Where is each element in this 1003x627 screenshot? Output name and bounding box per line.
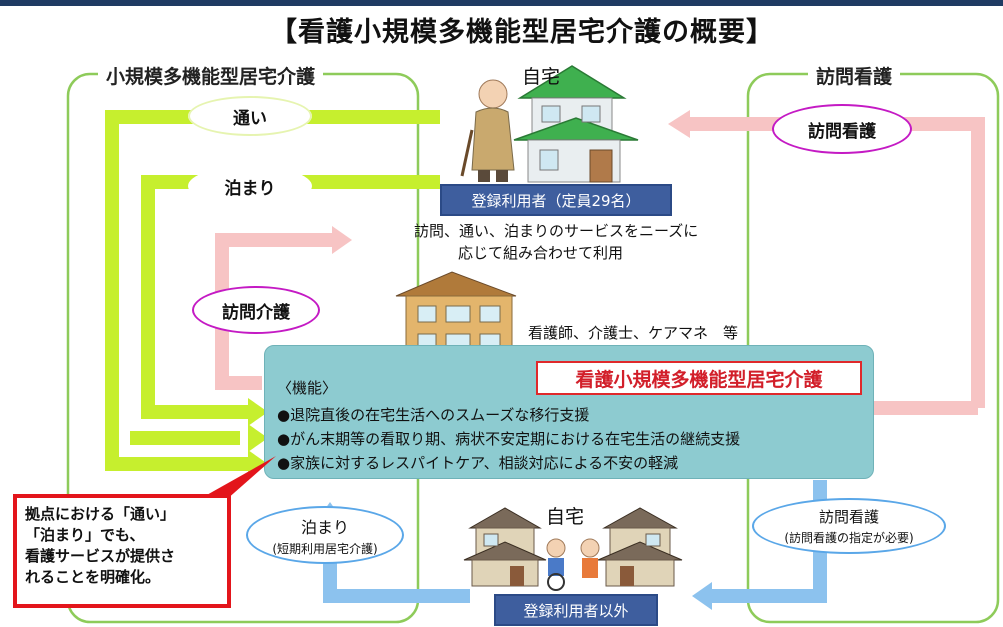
function-label: 〈機能〉 [277, 379, 338, 397]
note-line1: 拠点における「通い」 [25, 505, 176, 523]
left-group-label: 小規模多機能型居宅介護 [98, 62, 324, 89]
pink-arrowhead-houmon-kaigo [332, 226, 352, 254]
green-arrowhead-mid [248, 424, 268, 452]
top-bar [0, 0, 1003, 6]
oval-houmon-kango-bottom-sub: (訪問看護の指定が必要) [784, 531, 914, 545]
oval-tomari: 泊まり [188, 166, 312, 206]
home-bottom-tag: 登録利用者以外 [494, 594, 658, 626]
house-bottom-left-illustration [463, 507, 547, 587]
house-top-illustration [513, 65, 639, 183]
green-arrowhead-tomari [248, 398, 268, 426]
function-item: ●退院直後の在宅生活へのスムーズな移行支援 [277, 406, 590, 424]
home-top-tag: 登録利用者（定員29名） [440, 184, 672, 216]
oval-tomari-bottom-sub: (短期利用居宅介護) [272, 541, 378, 556]
function-item: ●家族に対するレスパイトケア、相談対応による不安の軽減 [277, 454, 679, 472]
oval-tomari-bottom-title: 泊まり [300, 517, 349, 537]
home-bottom-label: 自宅 [546, 506, 585, 528]
note-box: 拠点における「通い」 「泊まり」でも、 看護サービスが提供さ れることを明確化。 [13, 494, 231, 608]
home-top-label: 自宅 [522, 66, 561, 88]
home-top-desc-line2: 応じて組み合わせて利用 [458, 244, 624, 262]
home-top-desc-line1: 訪問、通い、泊まりのサービスをニーズに [414, 222, 699, 240]
oval-houmon-kaigo: 訪問介護 [192, 286, 320, 334]
note-line2: 「泊まり」でも、 [25, 526, 145, 544]
staff-text: 看護師、介護士、ケアマネ 等 [528, 324, 739, 342]
wheelchair-people-illustration [546, 538, 600, 591]
oval-tomari-bottom: 泊まり (短期利用居宅介護) [246, 506, 404, 564]
note-line4: れることを明確化。 [25, 568, 161, 586]
function-item: ●がん末期等の看取り期、病状不安定期における在宅生活の継続支援 [277, 430, 741, 448]
blue-arrowhead-right-bottom [692, 582, 712, 610]
oval-houmon-kango-bottom: 訪問看護 (訪問看護の指定が必要) [752, 498, 946, 554]
panel-title: 看護小規模多機能型居宅介護 [536, 361, 862, 395]
oval-kayoi: 通い [188, 96, 312, 136]
page-title: 【看護小規模多機能型居宅介護の概要】 [270, 17, 774, 48]
pink-arrowhead-right-top [668, 110, 690, 138]
elderly-man-illustration [460, 79, 515, 182]
note-line3: 看護サービスが提供さ [25, 547, 176, 565]
oval-houmon-kango-top: 訪問看護 [772, 104, 912, 154]
oval-houmon-kango-bottom-title: 訪問看護 [818, 508, 879, 526]
house-bottom-right-illustration [597, 507, 683, 587]
right-group-label: 訪問看護 [808, 62, 901, 89]
